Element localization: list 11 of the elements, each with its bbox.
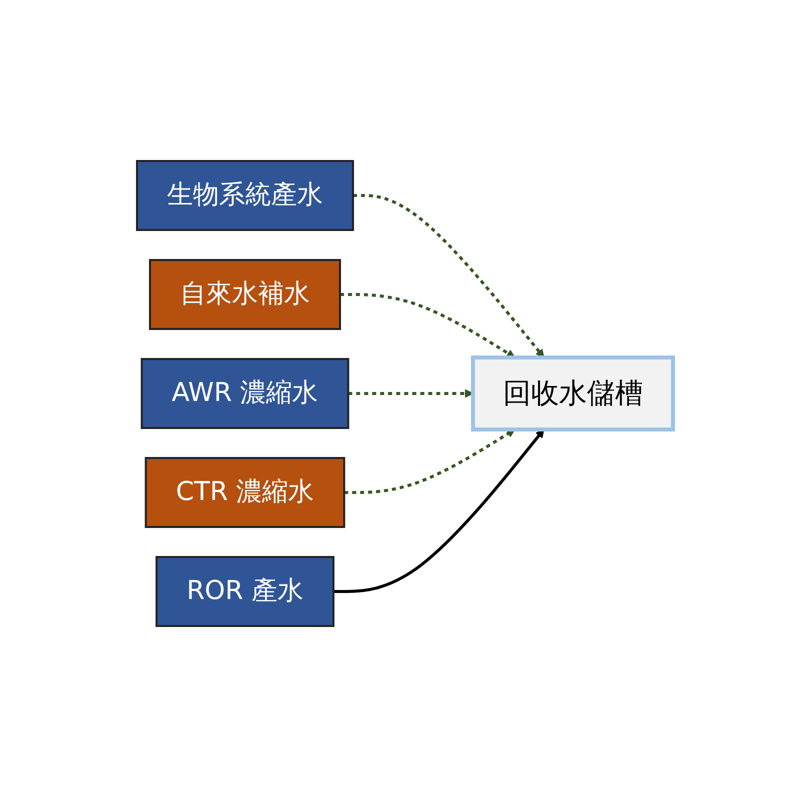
- node-box: 自來水補水: [149, 259, 341, 330]
- node-box: ROR 產水: [156, 556, 334, 627]
- node-box: CTR 濃縮水: [144, 457, 346, 528]
- arrow: [344, 429, 516, 494]
- arrow: [353, 194, 544, 358]
- node-box: 生物系統產水: [136, 160, 354, 231]
- arrow: [348, 389, 474, 398]
- arrow: [333, 429, 544, 593]
- node-box: AWR 濃縮水: [140, 358, 350, 429]
- arrow: [340, 293, 516, 358]
- node-box: 回收水儲槽: [471, 356, 675, 432]
